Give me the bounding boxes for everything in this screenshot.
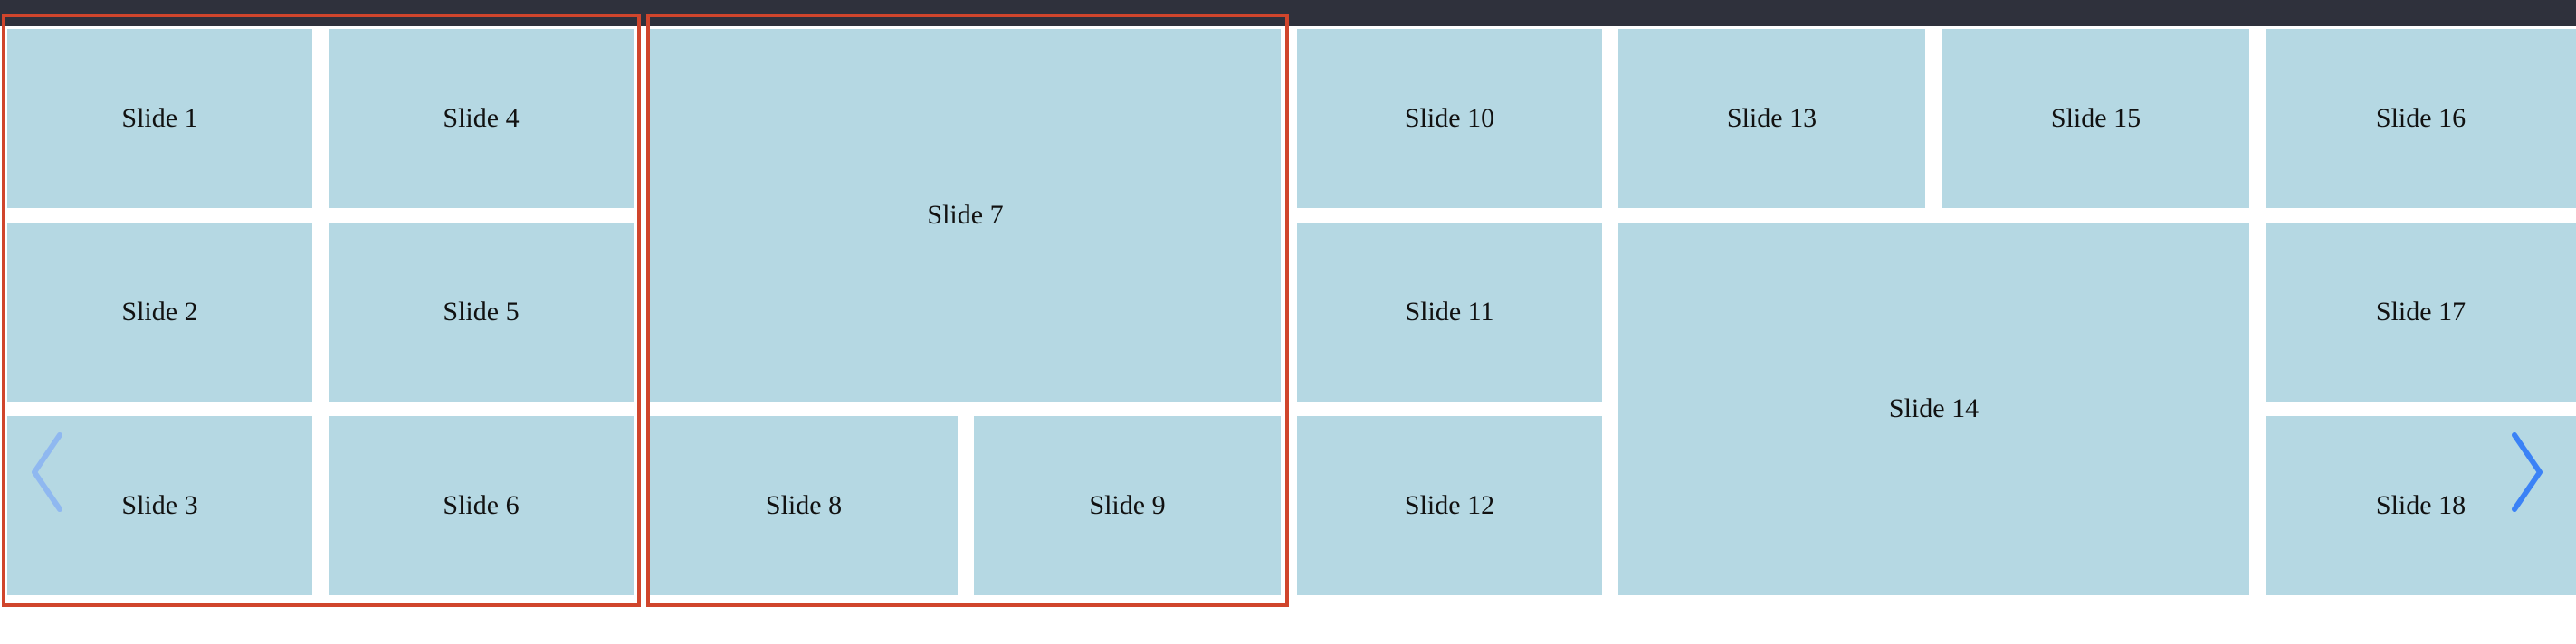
slide-4[interactable]: Slide 4 (329, 29, 634, 208)
slide-17[interactable]: Slide 17 (2266, 223, 2576, 402)
slide-16[interactable]: Slide 16 (2266, 29, 2576, 208)
slide-6[interactable]: Slide 6 (329, 416, 634, 595)
prev-button[interactable] (20, 418, 74, 526)
slide-9[interactable]: Slide 9 (974, 416, 1281, 595)
slide-7[interactable]: Slide 7 (650, 29, 1281, 402)
slide-8[interactable]: Slide 8 (650, 416, 958, 595)
slide-5[interactable]: Slide 5 (329, 223, 634, 402)
slide-13[interactable]: Slide 13 (1618, 29, 1925, 208)
next-button[interactable] (2500, 418, 2554, 526)
grid-slider[interactable]: Slide 1 Slide 2 Slide 3 Slide 4 Slide 5 … (0, 26, 2576, 605)
chevron-left-icon (32, 432, 62, 512)
slide-14[interactable]: Slide 14 (1618, 223, 2249, 595)
chevron-right-icon (2512, 432, 2543, 512)
slide-11[interactable]: Slide 11 (1297, 223, 1602, 402)
slide-1[interactable]: Slide 1 (7, 29, 312, 208)
slide-10[interactable]: Slide 10 (1297, 29, 1602, 208)
slide-2[interactable]: Slide 2 (7, 223, 312, 402)
window-top-bar (0, 0, 2576, 26)
slide-15[interactable]: Slide 15 (1942, 29, 2249, 208)
slide-12[interactable]: Slide 12 (1297, 416, 1602, 595)
